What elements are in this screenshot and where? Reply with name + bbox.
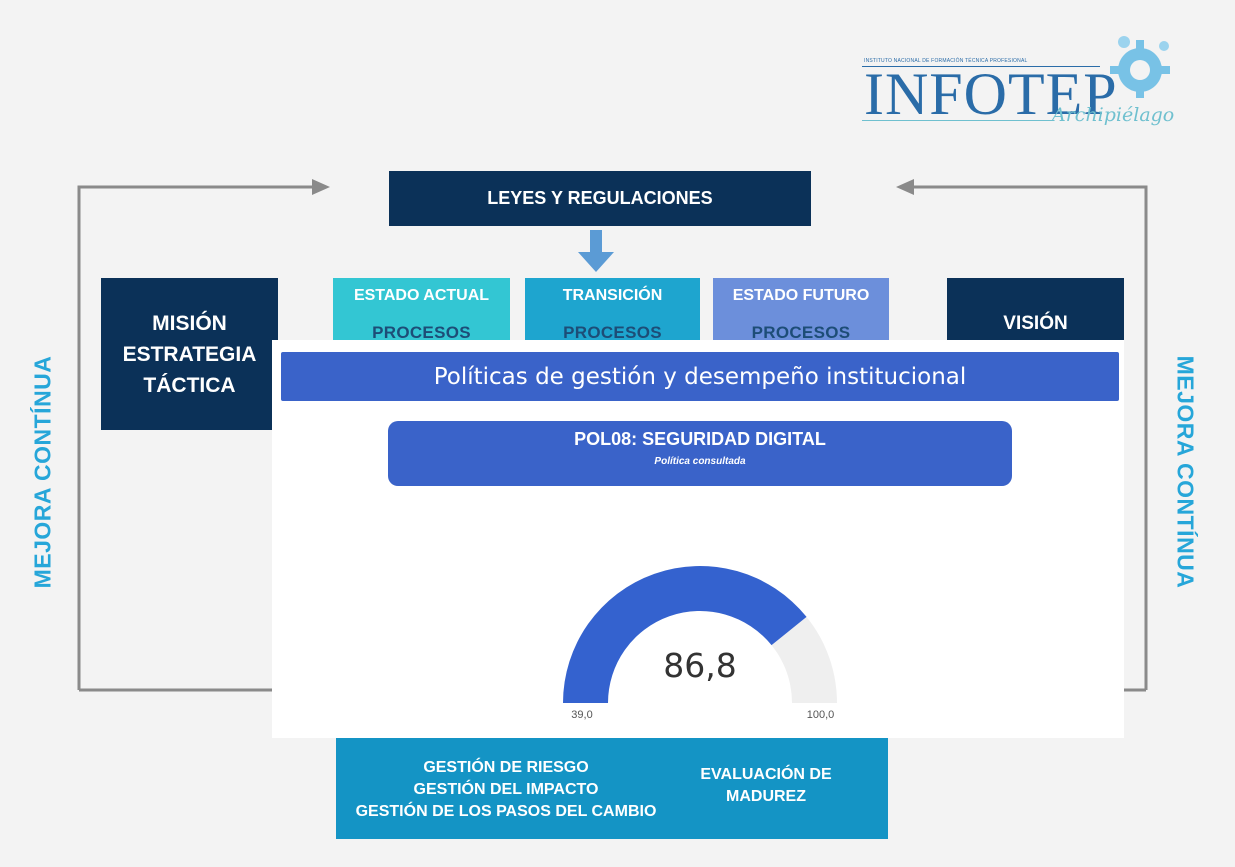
policy-subtitle: Política consultada [654,456,746,467]
logo-subtitle: INSTITUTO NACIONAL DE FORMACIÓN TÉCNICA … [864,58,1028,64]
gauge-chart [563,566,837,703]
tactic-label: TÁCTICA [143,373,236,397]
mission-label: MISIÓN [152,311,227,335]
column-transition-title: TRANSICIÓN [562,287,663,304]
column-current-state-sub: PROCESOS [372,323,471,342]
vision-label: VISIÓN [1003,313,1068,334]
policy-title: POL08: SEGURIDAD DIGITAL [574,429,826,449]
gauge-min-label: 39,0 [571,709,593,721]
column-transition: TRANSICIÓN PROCESOS [525,278,700,342]
change-management-box: GESTIÓN DE RIESGO GESTIÓN DEL IMPACTO GE… [336,738,888,839]
dashboard-overlay: Políticas de gestión y desempeño institu… [272,340,1124,738]
gauge-fill [563,566,807,703]
column-future-state-sub: PROCESOS [751,323,851,342]
logo-name: INFOTEP [864,61,1118,127]
logo-underline [862,66,1100,67]
left-continuous-improvement-label: MEJORA CONTÍNUA [29,355,56,589]
mission-strategy-box: MISIÓN ESTRATEGIA TÁCTICA [101,278,278,430]
column-current-state: ESTADO ACTUAL PROCESOS [333,278,510,342]
column-current-state-title: ESTADO ACTUAL [353,287,490,304]
laws-regulations-label: LEYES Y REGULACIONES [487,188,713,208]
dashboard-header-title: Políticas de gestión y desempeño institu… [433,363,967,390]
risk-management-label: GESTIÓN DE RIESGO [423,759,589,776]
policy-card[interactable]: POL08: SEGURIDAD DIGITAL Política consul… [388,421,1012,486]
down-arrow-icon [578,230,614,272]
maturity-evaluation-line-2: MADUREZ [726,788,806,805]
dashboard-header: Políticas de gestión y desempeño institu… [281,352,1119,401]
gauge-max-label: 100,0 [806,709,835,721]
impact-management-label: GESTIÓN DEL IMPACTO [413,781,599,798]
logo-bottom-line [862,120,1052,121]
column-transition-sub: PROCESOS [563,323,662,342]
column-future-state: ESTADO FUTURO PROCESOS [713,278,889,342]
logo-script: Archipiélago [1052,104,1175,126]
laws-regulations-box: LEYES Y REGULACIONES [389,171,811,226]
change-management-list: GESTIÓN DE RIESGO GESTIÓN DEL IMPACTO GE… [336,757,676,823]
right-continuous-improvement-label: MEJORA CONTÍNUA [1172,355,1199,589]
change-steps-label: GESTIÓN DE LOS PASOS DEL CAMBIO [355,803,657,820]
infotep-logo: INSTITUTO NACIONAL DE FORMACIÓN TÉCNICA … [862,30,1182,140]
gear-icon [1110,36,1170,98]
maturity-evaluation: EVALUACIÓN DE MADUREZ [676,764,856,808]
column-future-state-title: ESTADO FUTURO [732,287,870,304]
strategy-label: ESTRATEGIA [122,342,257,366]
maturity-evaluation-line-1: EVALUACIÓN DE [700,766,832,783]
gauge-value: 86,8 [663,646,737,685]
